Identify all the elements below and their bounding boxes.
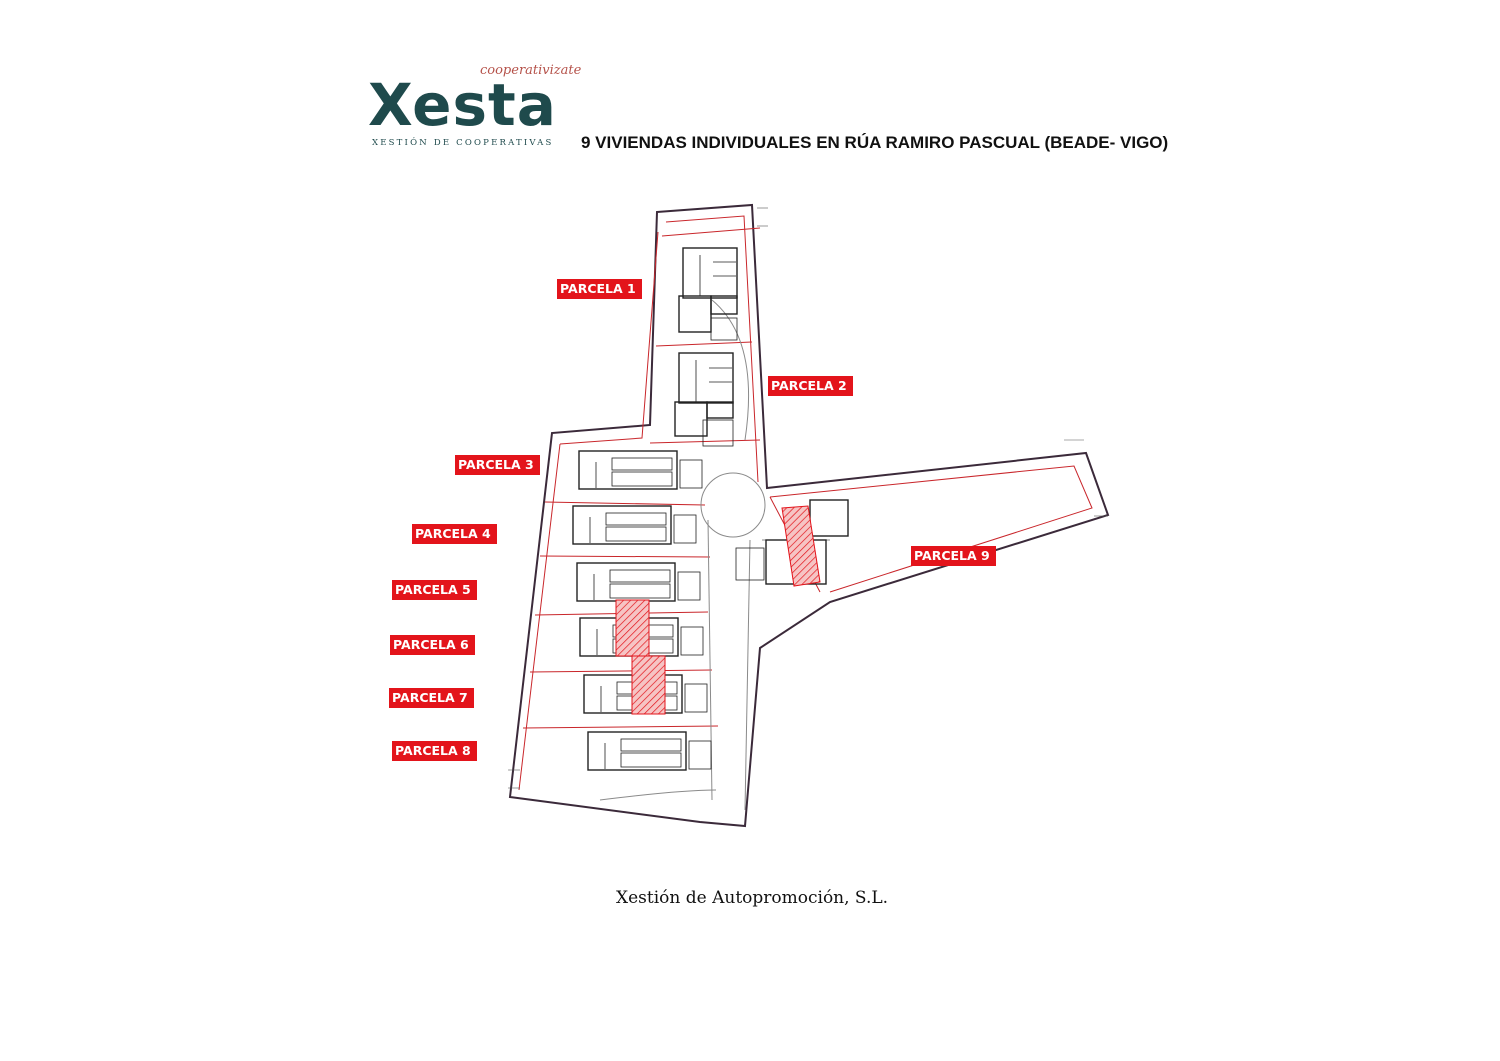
highlighted-area [615, 505, 821, 715]
building-parcela-8 [587, 731, 712, 771]
parcela-1-label: PARCELA 1 [557, 279, 642, 299]
parcela-8-label: PARCELA 8 [392, 741, 477, 761]
xesta-logo: cooperativizate Xesta XESTIÓN DE COOPERA… [368, 62, 588, 157]
parcela-7-label: PARCELA 7 [389, 688, 474, 708]
parcela-6-label: PARCELA 6 [390, 635, 475, 655]
footer-company-name: Xestión de Autopromoción, S.L. [616, 888, 889, 908]
building-parcela-1 [678, 247, 738, 341]
building-parcela-5 [576, 562, 701, 602]
document-title: 9 VIVIENDAS INDIVIDUALES EN RÚA RAMIRO P… [581, 133, 1169, 152]
parcela-9-label: PARCELA 9 [911, 546, 996, 566]
parcela-3-label: PARCELA 3 [455, 455, 540, 475]
building-parcela-3 [578, 450, 703, 490]
parcela-4-label: PARCELA 4 [412, 524, 497, 544]
parcela-2-label: PARCELA 2 [768, 376, 853, 396]
logo-subtitle: XESTIÓN DE COOPERATIVAS [372, 138, 554, 148]
parcela-5-label: PARCELA 5 [392, 580, 477, 600]
logo-wordmark: Xesta [368, 71, 557, 139]
building-parcela-4 [572, 505, 697, 545]
logo-tagline: cooperativizate [480, 63, 582, 78]
dimension-marks [508, 207, 1108, 789]
building-parcela-2 [674, 352, 734, 447]
site-boundary [508, 203, 1110, 828]
